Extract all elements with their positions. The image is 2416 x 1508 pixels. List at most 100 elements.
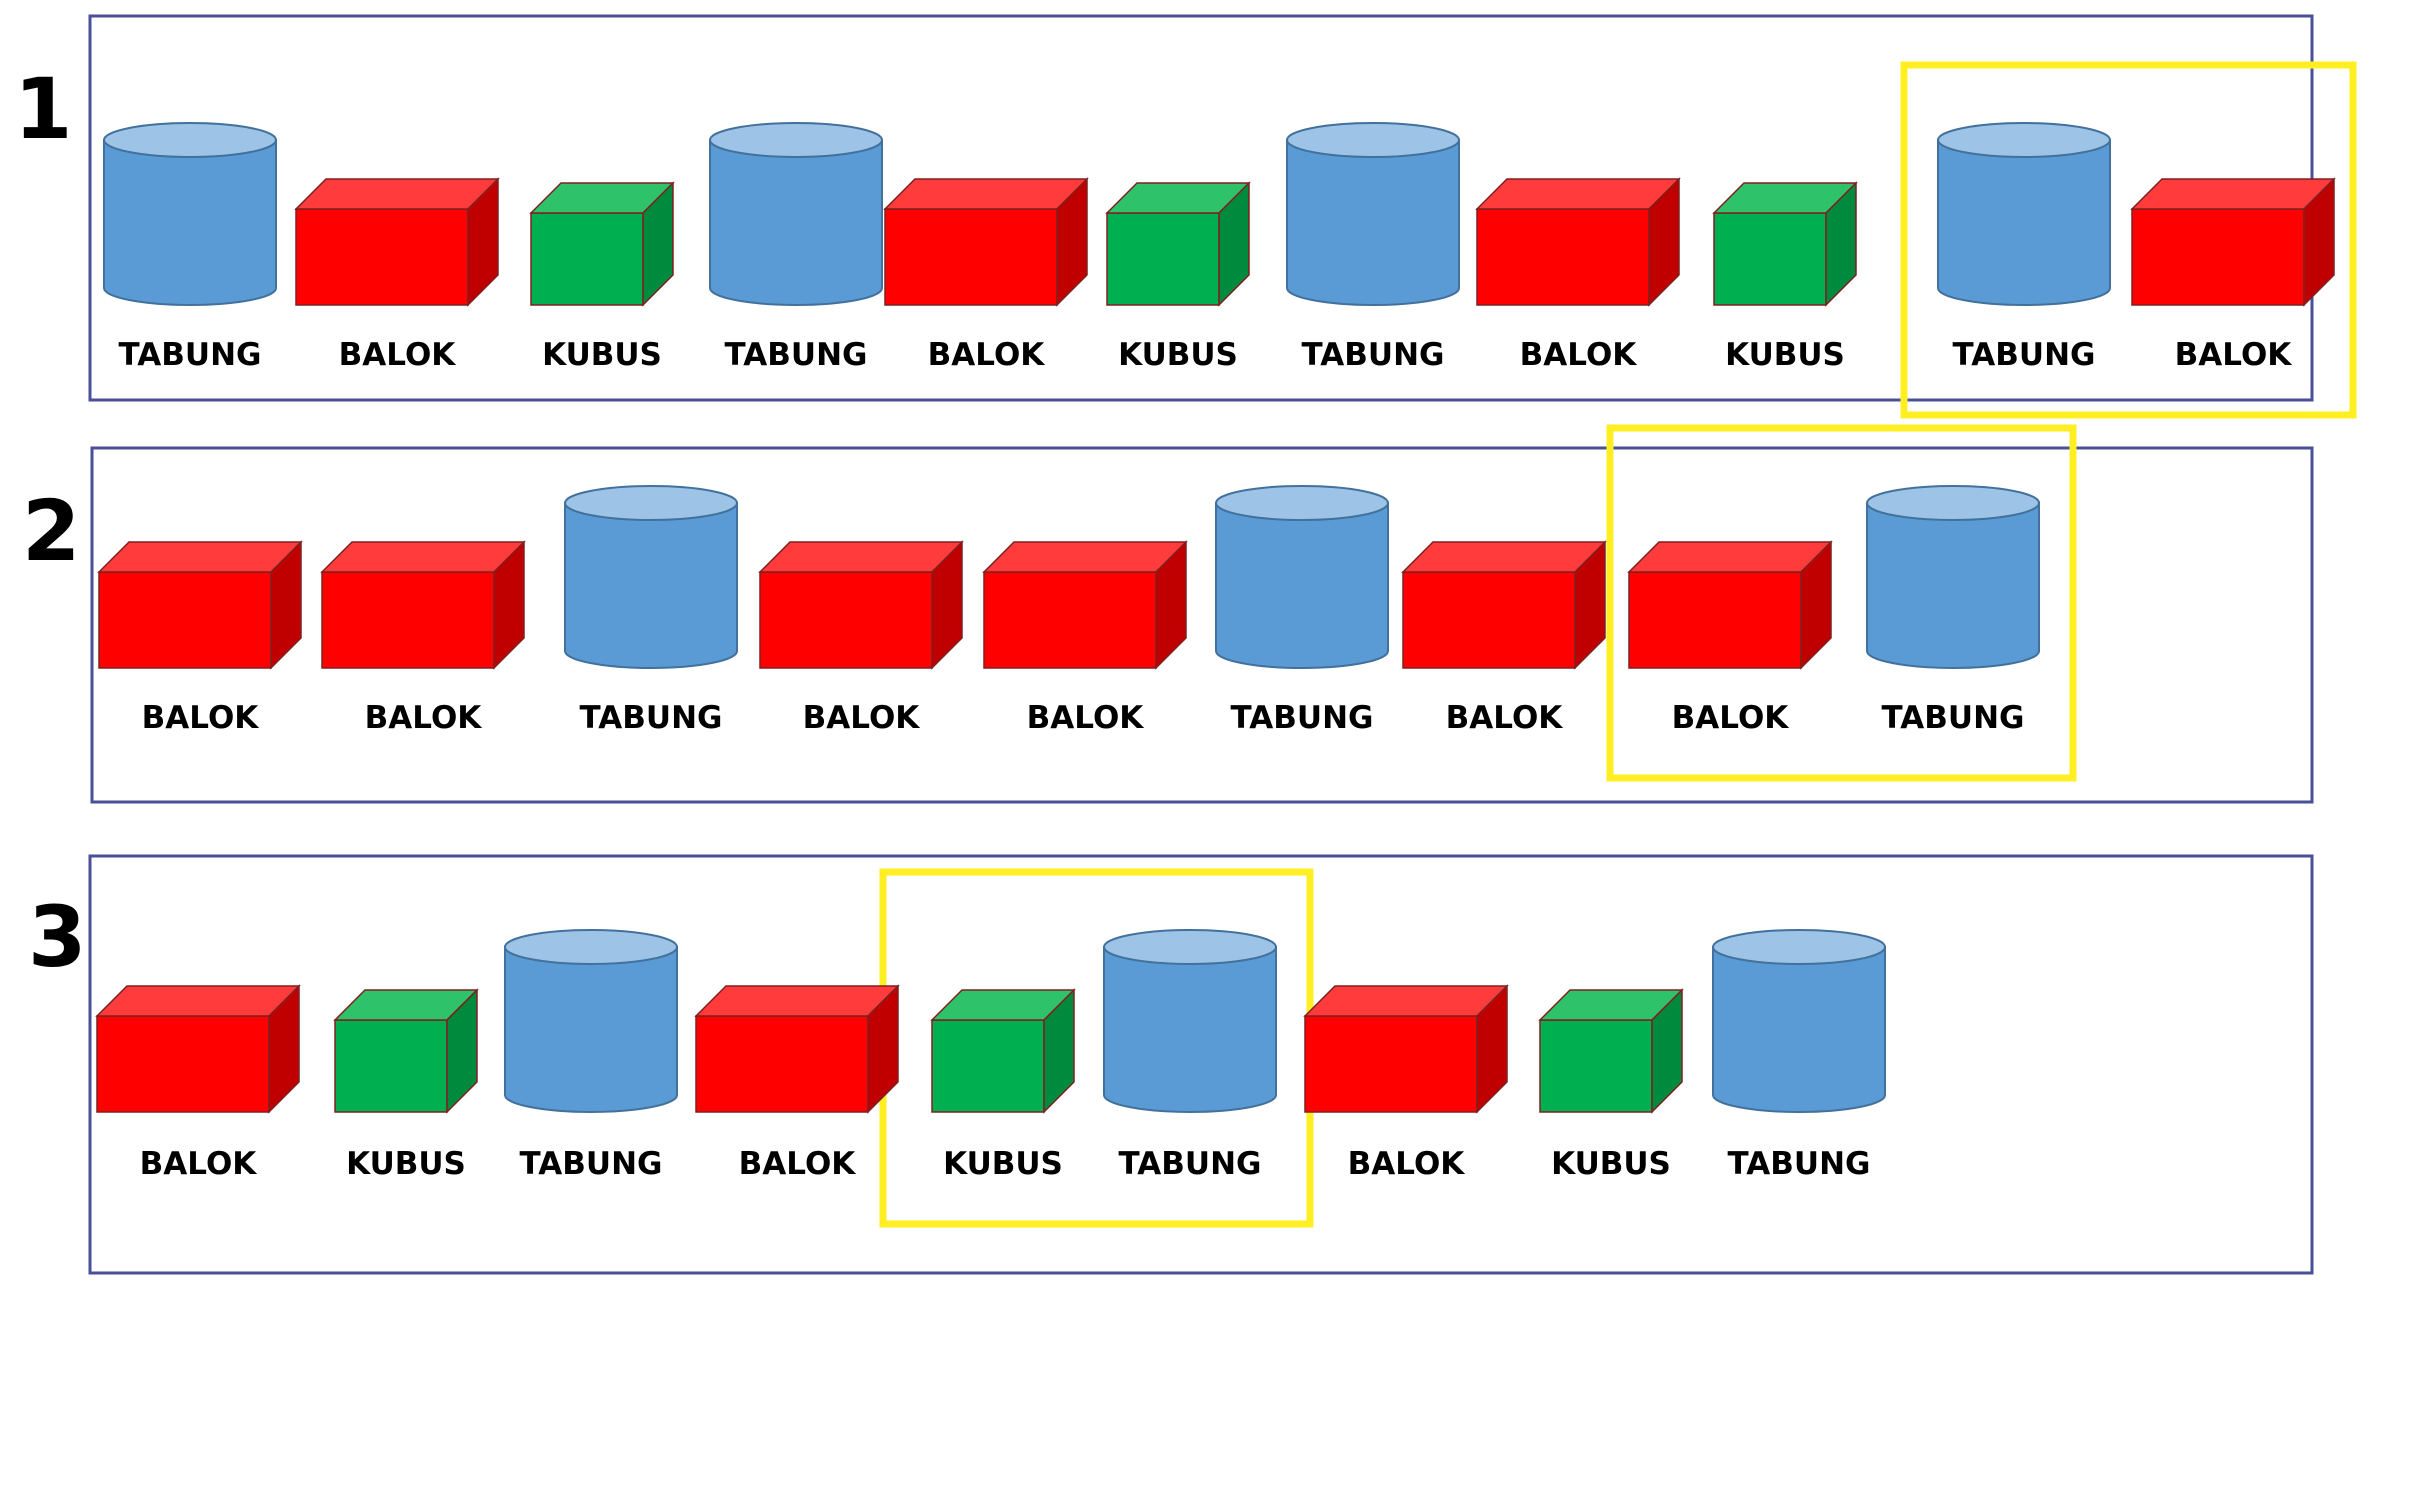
shape-label: TABUNG [1119, 1146, 1262, 1182]
balok-side-face [1648, 177, 1680, 307]
shape-balok: BALOK [97, 540, 303, 736]
shape-balok: BALOK [320, 540, 526, 736]
shape-balok: BALOK [1475, 177, 1681, 373]
shape-label: TABUNG [1728, 1146, 1871, 1182]
balok-top-face [1401, 541, 1607, 573]
balok-side-face [268, 984, 300, 1114]
cylinder-top [1103, 929, 1277, 965]
balok-front-face [98, 571, 272, 669]
balok-front-face [983, 571, 1157, 669]
shape-balok: BALOK [2130, 177, 2336, 373]
shape-balok: BALOK [758, 540, 964, 736]
cylinder-body [1286, 139, 1460, 306]
balok-side-face [1574, 540, 1606, 670]
balok-front-face [759, 571, 933, 669]
balok-front-face [1628, 571, 1802, 669]
balok-side-face [493, 540, 525, 670]
cylinder-body [564, 502, 738, 669]
cylinder-top [504, 929, 678, 965]
cylinder-body [1215, 502, 1389, 669]
shape-label: BALOK [739, 1146, 857, 1182]
balok-top-face [883, 178, 1089, 210]
row-number: 1 [14, 60, 72, 158]
shape-balok: BALOK [694, 984, 900, 1182]
balok-front-face [321, 571, 495, 669]
shape-kubus: KUBUS [930, 988, 1076, 1182]
balok-top-face [294, 178, 500, 210]
shape-label: BALOK [1520, 337, 1638, 373]
shape-label: BALOK [1027, 700, 1145, 736]
shape-cylinder: TABUNG [709, 122, 883, 373]
cylinder-top [1215, 485, 1389, 521]
balok-front-face [695, 1015, 869, 1113]
balok-front-face [1476, 208, 1650, 306]
shape-label: BALOK [2175, 337, 2293, 373]
shape-label: BALOK [1672, 700, 1790, 736]
balok-top-face [320, 541, 526, 573]
balok-side-face [931, 540, 963, 670]
balok-side-face [1155, 540, 1187, 670]
balok-top-face [95, 985, 301, 1017]
shape-cylinder: TABUNG [1937, 122, 2111, 373]
balok-top-face [1627, 541, 1833, 573]
kubus-front-face [931, 1019, 1045, 1113]
shape-label: TABUNG [1882, 700, 2025, 736]
balok-front-face [2131, 208, 2305, 306]
shape-balok: BALOK [294, 177, 500, 373]
shape-kubus: KUBUS [1105, 181, 1251, 373]
shape-balok: BALOK [1627, 540, 1833, 736]
kubus-side-face [1651, 988, 1683, 1114]
kubus-side-face [446, 988, 478, 1114]
kubus-front-face [1539, 1019, 1653, 1113]
kubus-side-face [1218, 181, 1250, 307]
shape-balok: BALOK [1401, 540, 1607, 736]
shape-label: TABUNG [580, 700, 723, 736]
balok-side-face [2303, 177, 2335, 307]
balok-front-face [1304, 1015, 1478, 1113]
shape-label: TABUNG [1231, 700, 1374, 736]
shape-label: KUBUS [542, 337, 662, 373]
cylinder-body [1937, 139, 2111, 306]
balok-top-face [1475, 178, 1681, 210]
cylinder-body [1712, 946, 1886, 1113]
shape-label: TABUNG [1953, 337, 2096, 373]
balok-top-face [758, 541, 964, 573]
cylinder-top [103, 122, 277, 158]
shape-label: BALOK [339, 337, 457, 373]
cylinder-top [1712, 929, 1886, 965]
shape-label: BALOK [140, 1146, 258, 1182]
shape-label: KUBUS [1551, 1146, 1671, 1182]
balok-side-face [270, 540, 302, 670]
balok-top-face [694, 985, 900, 1017]
row-frame [88, 854, 2314, 1275]
highlight-frame [1606, 424, 2077, 782]
cylinder-body [709, 139, 883, 306]
shape-label: TABUNG [725, 337, 868, 373]
kubus-side-face [1043, 988, 1075, 1114]
shape-label: TABUNG [520, 1146, 663, 1182]
shape-label: BALOK [928, 337, 1046, 373]
shape-label: KUBUS [1118, 337, 1238, 373]
balok-top-face [1303, 985, 1509, 1017]
cylinder-top [1937, 122, 2111, 158]
balok-side-face [867, 984, 899, 1114]
kubus-front-face [334, 1019, 448, 1113]
cylinder-body [103, 139, 277, 306]
shape-balok: BALOK [1303, 984, 1509, 1182]
cylinder-top [564, 485, 738, 521]
shape-label: BALOK [365, 700, 483, 736]
row-number: 2 [22, 482, 80, 580]
balok-top-face [982, 541, 1188, 573]
shape-label: TABUNG [119, 337, 262, 373]
shape-balok: BALOK [883, 177, 1089, 373]
shape-kubus: KUBUS [529, 181, 675, 373]
shape-label: BALOK [1348, 1146, 1466, 1182]
balok-top-face [97, 541, 303, 573]
kubus-side-face [1825, 181, 1857, 307]
shape-kubus: KUBUS [1538, 988, 1684, 1182]
shape-cylinder: TABUNG [1103, 929, 1277, 1182]
shape-label: BALOK [142, 700, 260, 736]
shape-cylinder: TABUNG [1712, 929, 1886, 1182]
